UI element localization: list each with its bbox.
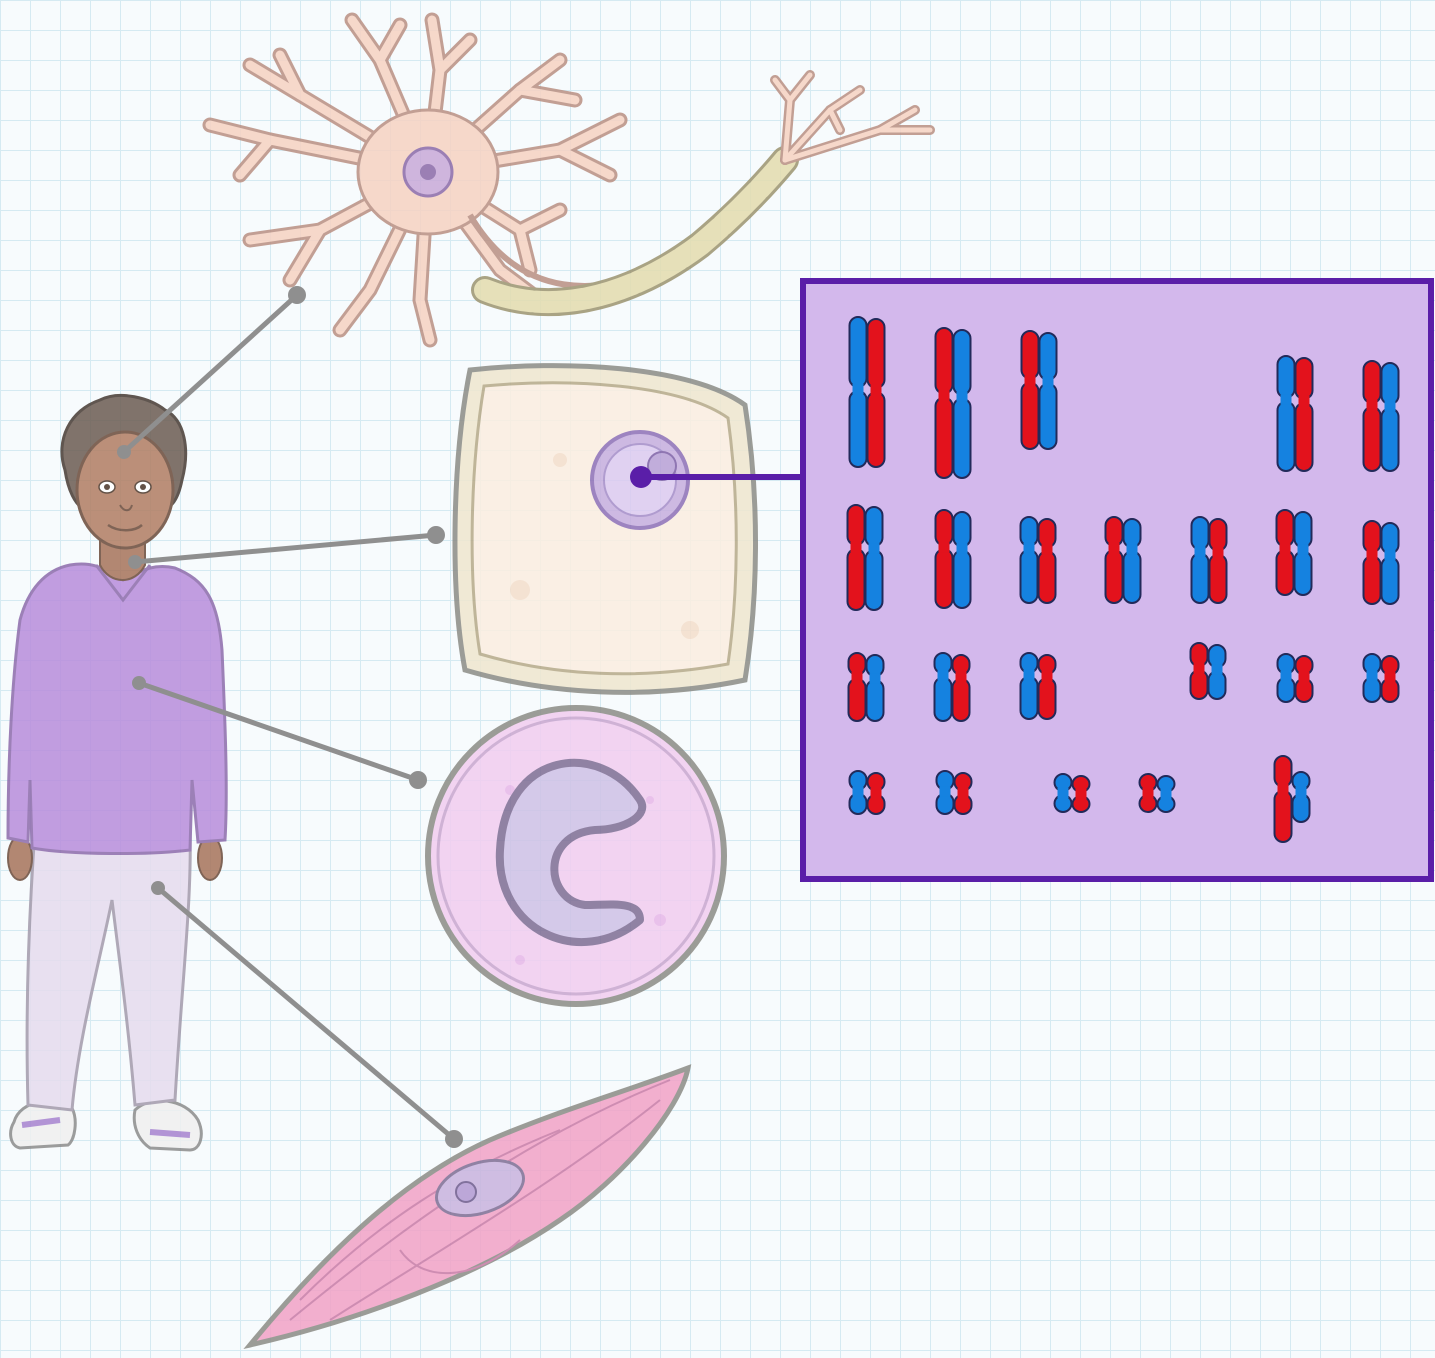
- y-chromosome: [1293, 772, 1310, 822]
- chromosome: [1021, 653, 1038, 719]
- chromosome: [936, 328, 953, 478]
- connector-neuron: [117, 286, 306, 459]
- connector-square-cell: [128, 526, 445, 569]
- chromosome: [936, 510, 953, 608]
- chromosome: [1124, 519, 1141, 603]
- chromosome: [953, 655, 970, 721]
- square-cell-icon: [455, 366, 756, 693]
- chromosome: [954, 512, 971, 608]
- chromosome: [866, 507, 883, 610]
- chromosome-pair-6: [848, 505, 883, 610]
- chromosome-pair-13: [849, 653, 884, 721]
- chromosome-pair-14: [935, 653, 970, 721]
- chromosome: [1296, 358, 1313, 471]
- person-illustration: [8, 395, 226, 1150]
- karyotype-panel: [803, 281, 1431, 879]
- pants: [27, 830, 190, 1110]
- x-chromosome: [1275, 756, 1292, 842]
- chromosome-pair-4: [1278, 356, 1313, 471]
- chromosome-pair-15: [1021, 653, 1056, 719]
- chromosome: [1021, 517, 1038, 603]
- chromosome: [1039, 519, 1056, 603]
- chromosome-pair-9: [1106, 517, 1141, 603]
- chromosome: [935, 653, 952, 721]
- chromosome-pair-7: [936, 510, 971, 608]
- chromosome: [867, 655, 884, 721]
- chromosome: [1039, 655, 1056, 719]
- white-blood-cell-icon: [428, 708, 724, 1004]
- connector-muscle-cell: [151, 881, 463, 1148]
- chromosome-pair-8: [1021, 517, 1056, 603]
- chromosome: [1210, 519, 1227, 603]
- chromosome: [1022, 331, 1039, 449]
- chromosome: [1295, 512, 1312, 595]
- chromosome-pair-10: [1192, 517, 1227, 603]
- chromosome-pair-5: [1364, 361, 1399, 471]
- shirt: [8, 564, 226, 854]
- chromosome-pair-3: [1022, 331, 1057, 449]
- chromosome: [848, 505, 865, 610]
- chromosome-pair-2: [936, 328, 971, 478]
- chromosome: [1192, 517, 1209, 603]
- chromosome: [1106, 517, 1123, 603]
- chromosome-pair-12: [1364, 521, 1399, 604]
- chromosome: [849, 653, 866, 721]
- chromosome: [1277, 510, 1294, 595]
- shoe-right: [134, 1101, 201, 1150]
- chromosome: [1382, 523, 1399, 604]
- chromosome: [1040, 333, 1057, 449]
- chromosome: [1382, 363, 1399, 471]
- chromosome: [1278, 356, 1295, 471]
- chromosome: [1364, 361, 1381, 471]
- chromosome: [1364, 521, 1381, 604]
- chromosome: [954, 330, 971, 478]
- smooth-muscle-cell-icon: [250, 1068, 688, 1345]
